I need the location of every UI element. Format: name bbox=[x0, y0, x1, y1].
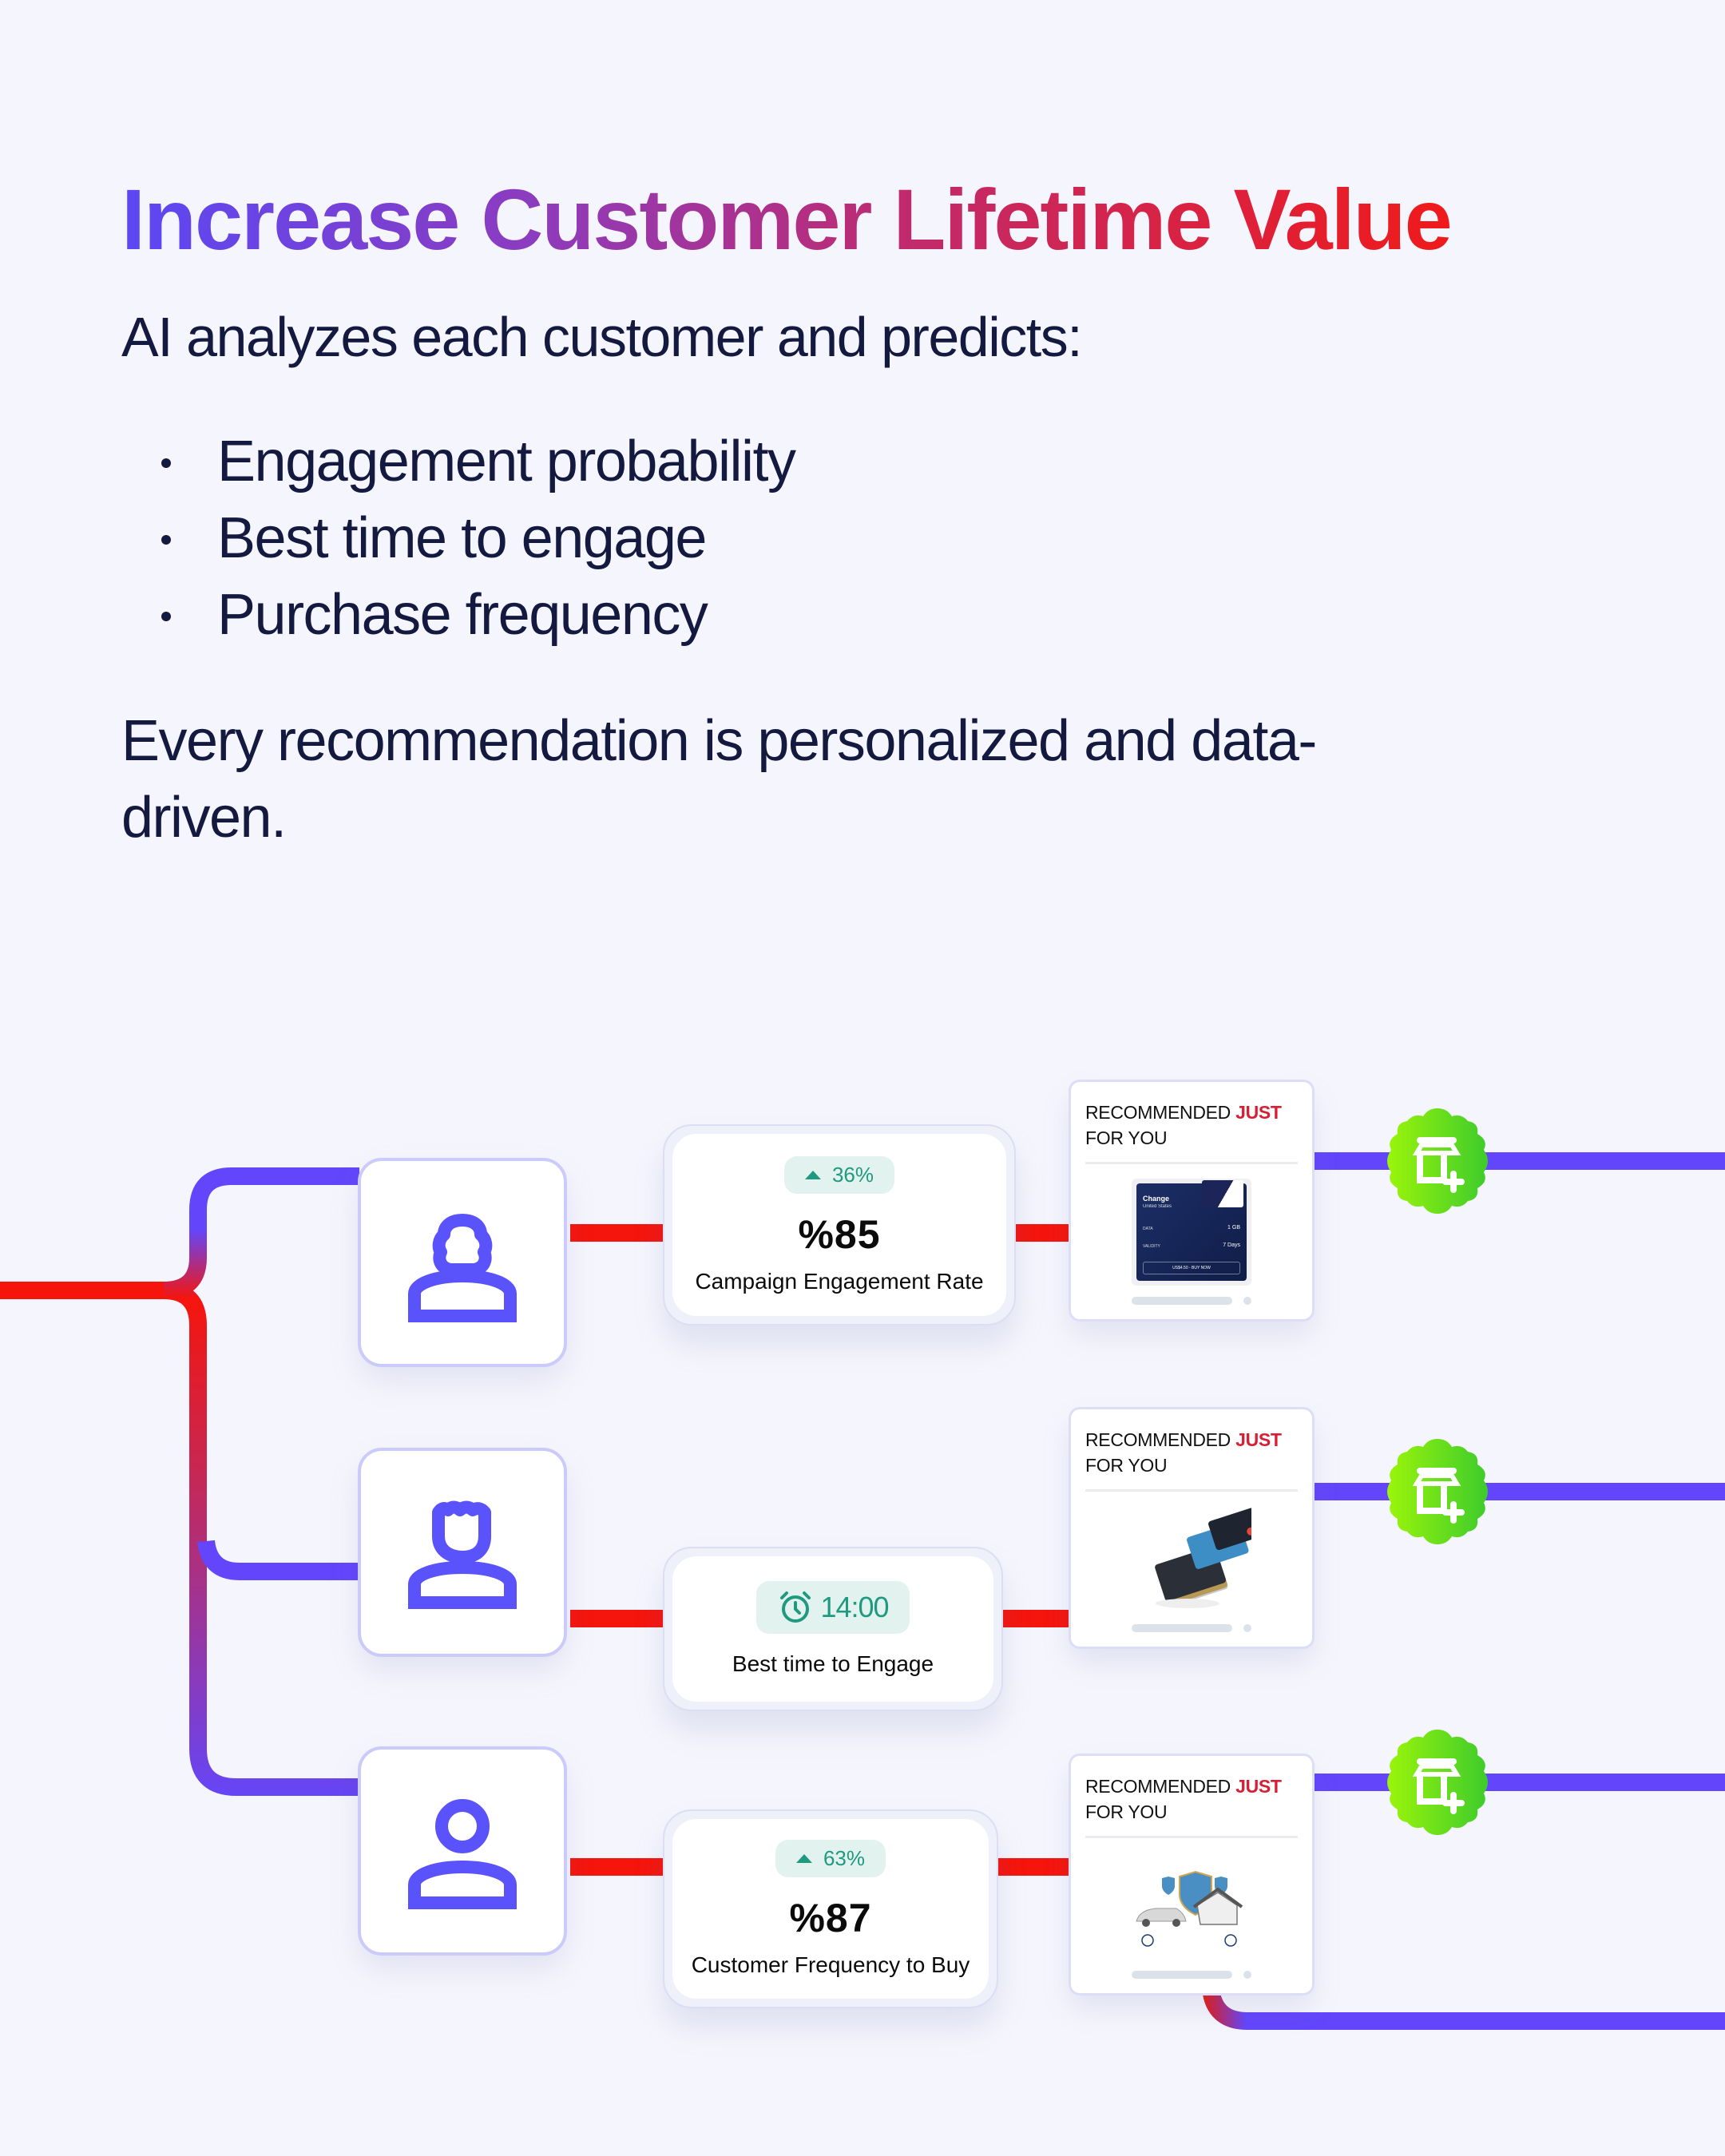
bullet-icon bbox=[161, 612, 171, 621]
subtitle: AI analyzes each customer and predicts: bbox=[121, 306, 1083, 368]
branch-line bbox=[198, 1421, 359, 1441]
recommendation-card[interactable]: RECOMMENDED JUST FOR YOU bbox=[1069, 1407, 1315, 1649]
credit-cards-image bbox=[1132, 1506, 1262, 1613]
customer-avatar-card[interactable] bbox=[358, 1448, 567, 1657]
customer-avatar-card[interactable] bbox=[358, 1158, 567, 1367]
trunk-line bbox=[163, 1282, 359, 1796]
page-title: Increase Customer Lifetime Value bbox=[121, 171, 1453, 268]
insurance-image bbox=[1132, 1853, 1251, 1960]
sim-card-graphic bbox=[1202, 1180, 1243, 1207]
user-female-icon bbox=[408, 1214, 517, 1322]
recommendation-title: RECOMMENDED JUST FOR YOU bbox=[1085, 1776, 1282, 1822]
metric-label: Campaign Engagement Rate bbox=[695, 1268, 984, 1294]
metric-card-frequency[interactable]: 63% %87 Customer Frequency to Buy bbox=[663, 1809, 998, 2008]
link-line bbox=[1003, 1610, 1069, 1627]
recommendation-title: RECOMMENDED JUST FOR YOU bbox=[1085, 1102, 1282, 1148]
link-line bbox=[998, 1858, 1069, 1876]
carousel-indicator bbox=[1085, 1297, 1298, 1305]
metric-value: %85 bbox=[798, 1211, 881, 1257]
alarm-clock-icon bbox=[780, 1591, 811, 1623]
bullet-icon bbox=[161, 458, 171, 468]
customer-avatar-card[interactable] bbox=[358, 1746, 567, 1956]
buy-now-button[interactable]: US$4.50 - BUY NOW bbox=[1143, 1262, 1240, 1274]
output-line bbox=[1315, 1152, 1725, 1170]
link-line bbox=[570, 1224, 663, 1242]
change-badge: 36% bbox=[783, 1155, 895, 1194]
user-male-icon bbox=[408, 1500, 517, 1609]
recommendation-card[interactable]: RECOMMENDED JUST FOR YOU bbox=[1069, 1754, 1315, 1995]
carousel-indicator bbox=[1085, 1624, 1298, 1632]
trunk-line bbox=[163, 1167, 359, 1299]
recommendation-card[interactable]: RECOMMENDED JUST FOR YOU Change United S… bbox=[1069, 1080, 1315, 1322]
store-add-icon[interactable] bbox=[1382, 1726, 1493, 1838]
metric-card-best-time[interactable]: 14:00 Best time to Engage bbox=[663, 1547, 1003, 1711]
time-badge: 14:00 bbox=[756, 1581, 910, 1634]
store-add-icon[interactable] bbox=[1382, 1436, 1493, 1548]
esim-data-plan-image: Change United States DATA 1 GB VALIDITY … bbox=[1132, 1179, 1251, 1286]
metric-value: %87 bbox=[789, 1896, 872, 1940]
divider bbox=[1085, 1836, 1298, 1838]
arrow-up-icon bbox=[795, 1854, 812, 1863]
metric-label: Best time to Engage bbox=[732, 1651, 934, 1676]
list-item: Purchase frequency bbox=[121, 577, 795, 653]
branch-line bbox=[197, 1540, 359, 1580]
divider bbox=[1085, 1489, 1298, 1492]
list-item: Best time to engage bbox=[121, 500, 795, 577]
bullet-icon bbox=[161, 535, 171, 545]
link-line bbox=[1016, 1224, 1069, 1242]
change-badge: 63% bbox=[775, 1840, 886, 1877]
arrow-up-icon bbox=[804, 1170, 821, 1179]
store-add-icon[interactable] bbox=[1382, 1105, 1493, 1217]
link-line bbox=[570, 1610, 663, 1627]
metric-card-engagement[interactable]: 36% %85 Campaign Engagement Rate bbox=[663, 1124, 1016, 1326]
user-icon bbox=[408, 1799, 517, 1909]
carousel-indicator bbox=[1085, 1971, 1298, 1979]
branch-line bbox=[206, 1413, 359, 1571]
link-line bbox=[570, 1858, 663, 1876]
metric-label: Customer Frequency to Buy bbox=[691, 1952, 970, 1977]
divider bbox=[1085, 1162, 1298, 1164]
output-line bbox=[1315, 1774, 1725, 1791]
recommendation-title: RECOMMENDED JUST FOR YOU bbox=[1085, 1429, 1282, 1476]
prediction-list: Engagement probability Best time to enga… bbox=[121, 423, 796, 653]
output-line bbox=[1315, 1483, 1725, 1500]
list-item: Engagement probability bbox=[121, 423, 796, 500]
summary-paragraph: Every recommendation is personalized and… bbox=[121, 709, 1317, 850]
